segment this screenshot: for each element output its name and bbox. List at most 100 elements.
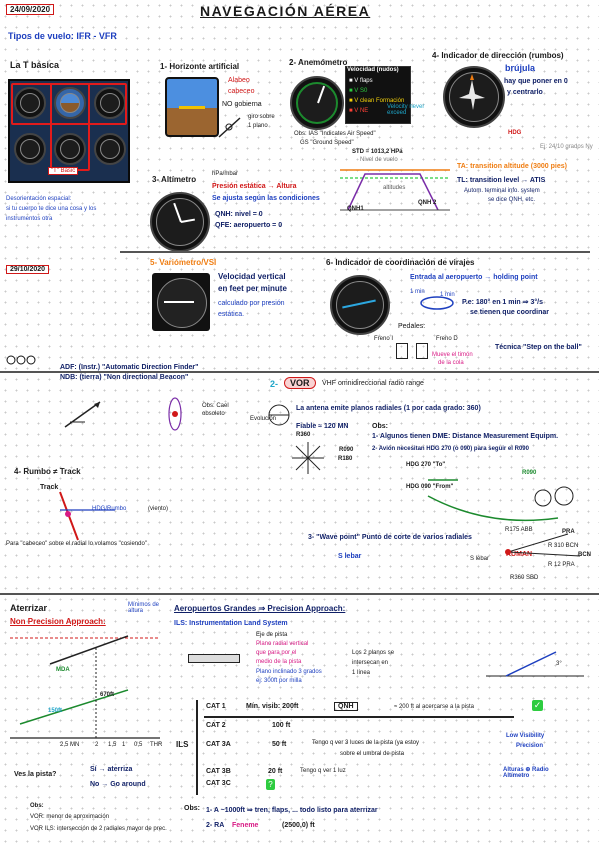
transition-diagram [340, 169, 450, 211]
cat3a-desc-2: sobre el umbral de pista [340, 751, 405, 757]
radial-star-icon [292, 442, 324, 474]
planos-line-1: Los 2 planos se [352, 650, 395, 656]
track-label: Track [40, 484, 59, 491]
vor-number: 2- [270, 379, 279, 389]
glide-slope-diagram [486, 651, 584, 677]
freno-d-label: Freno D [436, 336, 458, 342]
cat-obs-label: Obs: [184, 805, 200, 812]
direction-title: 4- Indicador de dirección (rumbos) [432, 51, 564, 60]
altimeter-line-1: Presión estática → Altura [212, 183, 297, 190]
vor-desc: VHF omnidireccional radio range [322, 380, 424, 387]
check-icon: ✓ [532, 700, 543, 711]
holding-pattern-icon [420, 296, 454, 310]
gs-note: GS "Ground Speed" [300, 140, 354, 146]
cat3b-label: CAT 3B [206, 768, 231, 775]
pedal-right [416, 343, 428, 359]
three-deg-label: 3° [556, 661, 562, 667]
horizon-gauge [54, 87, 86, 119]
r200-label: R360 SBD [510, 575, 539, 581]
no-gobierna-label: NO gobierna [222, 101, 262, 108]
cat-obs-2b: Feneme [232, 822, 259, 829]
adf-line: ADF: (Instr.) "Automatic Direction Finde… [60, 364, 199, 371]
alabeo-label: Alabeo [228, 77, 250, 84]
giro-line-1: giro sobre [248, 114, 275, 120]
vs-label: V S0 [354, 88, 368, 94]
cat-bracket [196, 700, 198, 795]
planos-line-3: 1 línea [352, 670, 371, 676]
dme-line: 1- Algunos tienen DME: Distance Measurem… [372, 433, 559, 440]
freno-i-label: Freno I [374, 336, 394, 342]
giro-line-2: 1 plano [248, 123, 268, 129]
low-vis-line-1: Low Visibility [506, 733, 545, 739]
cabeceo-label: cabeceo [228, 88, 255, 95]
nivel-label: Nivel de vuelo [360, 157, 398, 163]
x-label-0: 2,5 MN [60, 742, 80, 748]
fiable-line: Fiable ≈ 120 MN [296, 423, 349, 430]
eje-label: Eje de pista [256, 632, 288, 638]
ils-cat-label: ILS [176, 740, 189, 749]
altimeter-instrument [150, 192, 210, 252]
velocidad-label: Velocidad (nudos) [347, 67, 399, 73]
cat2-text: 100 ft [272, 722, 291, 729]
r12-label: R 12 PRA [548, 562, 575, 568]
date-badge-1: 24/09/2020 [6, 4, 55, 15]
pedal-left [396, 343, 408, 359]
section-divider-2 [0, 371, 599, 373]
vsi-line-1: Velocidad vertical [218, 272, 286, 281]
cat1-text: Mín. visib: 200ft [246, 703, 299, 710]
direction-note: Ej: 24/10 grados Ny [540, 144, 593, 150]
si-line: Sí → aterriza [90, 766, 133, 773]
hay-que-line-2: y centrarlo [507, 89, 543, 96]
slebar-1: S lebar [338, 553, 362, 560]
hdg-line: 2- Avión necesitan HDG 270 (o 090) para … [372, 446, 529, 452]
ft-150-label: 150ft [48, 708, 63, 714]
vflaps-label: V flaps [354, 78, 373, 84]
flight-types: Tipos de vuelo: IFR - VFR [8, 31, 117, 41]
t-basic-caption: "T" Basic [48, 167, 79, 175]
disorientation-line-3: instrumentos otra [6, 216, 53, 222]
auto-line: Alturas ⊕ Radio Altímetro [503, 767, 549, 779]
planos-line-2: intersecan en [352, 660, 389, 666]
npa-diagram [10, 635, 160, 739]
cat3c-label: CAT 3C [206, 780, 231, 787]
vsi-line-4: estática. [218, 311, 245, 318]
obs-cael: Obs: Cael [202, 403, 229, 409]
roll-airplane-icon [218, 117, 241, 138]
ta-line: TA: transition altitude (3000 pies) [457, 163, 567, 170]
qnh2-label: QNH 2 [418, 200, 437, 206]
track-diagram [59, 491, 115, 541]
vsi-gauge [94, 133, 126, 165]
vsi-line-3: calculado por presión [218, 300, 285, 307]
low-vis-line-2: Precision [516, 743, 544, 749]
ft-670-label: 670ft [100, 692, 115, 698]
ndb-line: NDB: (tierra) "Non directional Beacon" [60, 374, 189, 381]
kuman-label: KUMAN [506, 551, 533, 558]
viento-label: (viento) [148, 506, 169, 512]
cat2-label: CAT 2 [206, 722, 226, 729]
vor-radial-arc [427, 479, 559, 522]
brujula-label: brújula [505, 63, 536, 73]
turn-title: 6- Indicador de coordinación de virajes [326, 258, 475, 267]
se-dice-line: se dice QNH, etc. [488, 197, 536, 203]
x-label-5: THR [150, 742, 163, 748]
track-title: 4- Rumbo ≠ Track [14, 467, 81, 476]
hdg-label: HDG [508, 130, 522, 136]
vor-ils-line: VOR ILS: intersección de 2 radiales mayo… [30, 826, 167, 832]
altimeter-title: 3- Altímetro [152, 175, 197, 184]
cat-obs-1: 1- A ~1000ft ⇒ tren, flaps, ... todo lis… [206, 807, 378, 814]
ndb-signal-diagram [168, 397, 182, 431]
landing-obs: Obs: [30, 803, 44, 809]
ft-300-label: ej: 300ft por milla [256, 678, 302, 684]
mueve-line-2: de la cola [438, 360, 464, 366]
cat3b-text: 20 ft [268, 768, 283, 775]
altimeter-line-2: Se ajusta según las condiciones [212, 195, 320, 202]
ias-note: Obs: IAS "Indicates Air Speed" [294, 131, 376, 137]
cat3b-desc: Tengo q ver 1 luz [300, 768, 346, 774]
r360-label: R360 [296, 432, 311, 438]
disorientation-line-2: si tu cuerpo te dice una cosa y los [6, 206, 97, 212]
ils-line: ILS: Instrumentation Land System [174, 620, 288, 627]
vne-label: V NE [354, 108, 369, 114]
vor-antenna-icon [268, 404, 290, 426]
qnh-box: QNH [334, 702, 358, 711]
plano-radial-label: Plano radial vertical [256, 641, 309, 647]
